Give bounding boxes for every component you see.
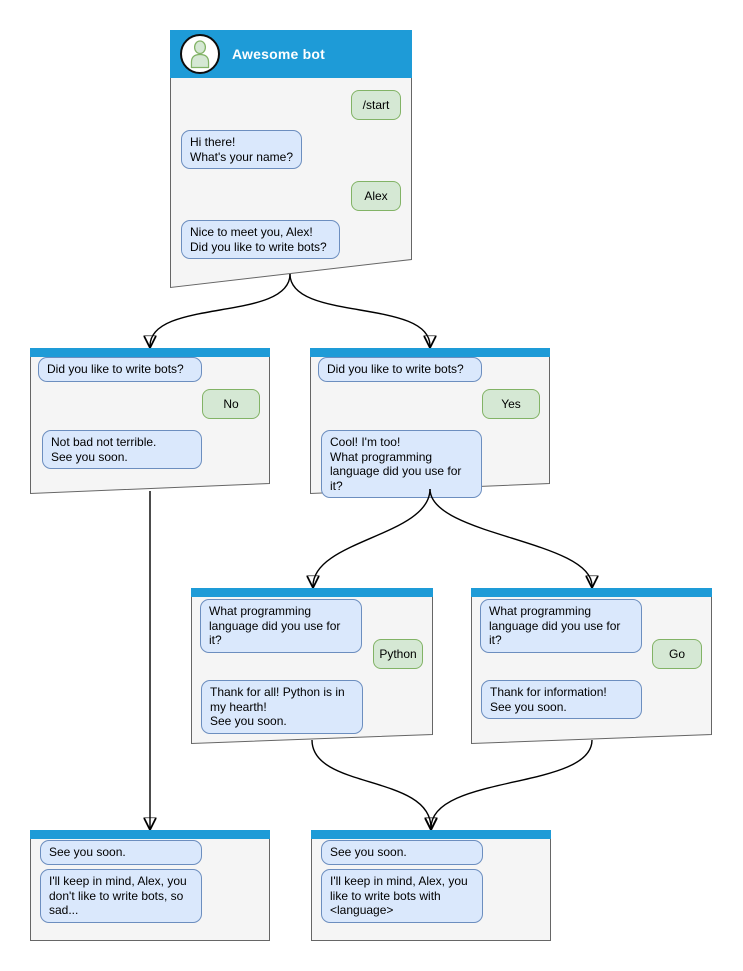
bot-message-bubble[interactable]: Not bad not terrible. See you soon. <box>42 430 202 469</box>
bot-message-bubble[interactable]: I'll keep in mind, Alex, you like to wri… <box>321 869 483 923</box>
bot-avatar-icon <box>180 34 220 74</box>
bot-message-bubble[interactable]: Cool! I'm too! What programming language… <box>321 430 482 498</box>
chat-window-go[interactable]: What programming language did you use fo… <box>471 588 712 745</box>
chat-window-start[interactable]: Awesome bot /start Hi there! What's your… <box>170 30 412 289</box>
bot-message-bubble[interactable]: What programming language did you use fo… <box>480 599 642 653</box>
bot-message-bubble[interactable]: Did you like to write bots? <box>38 357 202 382</box>
user-reply-bubble[interactable]: /start <box>351 90 401 120</box>
bot-message-bubble[interactable]: What programming language did you use fo… <box>200 599 362 653</box>
user-reply-bubble[interactable]: Go <box>652 639 702 669</box>
connector-yes-to-python <box>313 488 431 586</box>
chat-window-header <box>191 588 433 597</box>
user-reply-bubble[interactable]: Alex <box>351 181 401 211</box>
bot-message-bubble[interactable]: See you soon. <box>40 840 202 865</box>
chat-window-header: Awesome bot <box>170 30 412 78</box>
bot-message-bubble[interactable]: I'll keep in mind, Alex, you don't like … <box>40 869 202 923</box>
chat-window-branch-no[interactable]: Did you like to write bots? No Not bad n… <box>30 348 270 495</box>
user-reply-bubble[interactable]: No <box>202 389 260 419</box>
connector-yes-to-go <box>429 488 592 586</box>
chat-window-end-happy[interactable]: See you soon. I'll keep in mind, Alex, y… <box>311 830 551 941</box>
bot-message-bubble[interactable]: Did you like to write bots? <box>318 357 482 382</box>
chat-window-header <box>30 348 270 357</box>
connector-go-to-end-happy <box>431 739 593 828</box>
bot-title: Awesome bot <box>232 46 325 62</box>
chat-window-header <box>471 588 712 597</box>
user-reply-bubble[interactable]: Yes <box>482 389 540 419</box>
bot-message-bubble[interactable]: Nice to meet you, Alex! Did you like to … <box>181 220 340 259</box>
chat-window-header <box>310 348 550 357</box>
chat-window-python[interactable]: What programming language did you use fo… <box>191 588 433 745</box>
chat-window-end-sad[interactable]: See you soon. I'll keep in mind, Alex, y… <box>30 830 270 941</box>
bot-message-bubble[interactable]: Thank for information! See you soon. <box>481 680 642 719</box>
chat-window-header <box>311 830 551 839</box>
user-reply-bubble[interactable]: Python <box>373 639 423 669</box>
connector-python-to-end-happy <box>311 739 431 828</box>
chat-window-branch-yes[interactable]: Did you like to write bots? Yes Cool! I'… <box>310 348 550 498</box>
chat-window-header <box>30 830 270 839</box>
bot-message-bubble[interactable]: See you soon. <box>321 840 483 865</box>
bot-message-bubble[interactable]: Hi there! What's your name? <box>181 130 302 169</box>
bot-message-bubble[interactable]: Thank for all! Python is in my hearth! S… <box>201 680 363 734</box>
